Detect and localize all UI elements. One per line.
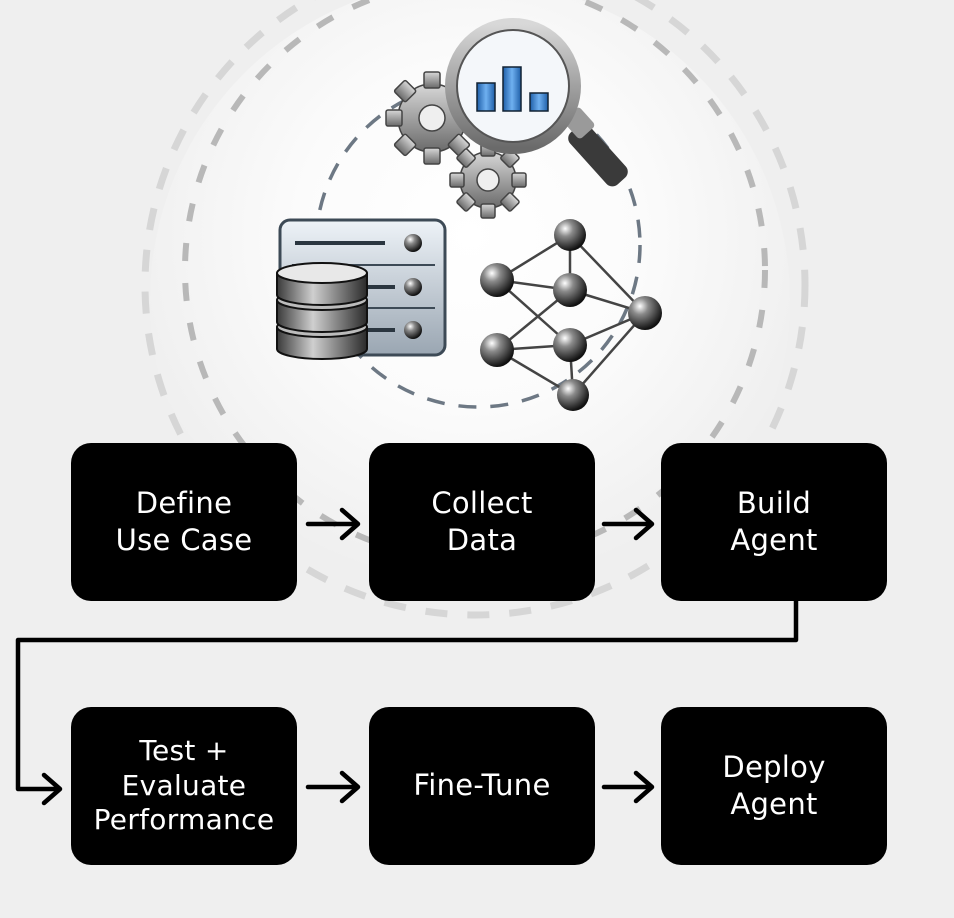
magnifier-icon bbox=[445, 18, 628, 187]
step-test-evaluate: Test + Evaluate Performance bbox=[71, 707, 297, 865]
arrow-step4-to-step5 bbox=[305, 770, 361, 804]
step-label: Test + Evaluate Performance bbox=[93, 733, 275, 837]
arrow-step2-to-step3 bbox=[601, 507, 655, 541]
arrow-step1-to-step2 bbox=[305, 507, 361, 541]
step-build-agent: Build Agent bbox=[661, 443, 887, 601]
arrow-step5-to-step6 bbox=[601, 770, 655, 804]
step-label: Fine-Tune bbox=[413, 768, 551, 803]
database-icon bbox=[276, 262, 368, 360]
connector-step3-to-step4 bbox=[15, 597, 799, 806]
step-deploy-agent: Deploy Agent bbox=[661, 707, 887, 865]
step-label: Define Use Case bbox=[115, 485, 253, 557]
neural-network-icon bbox=[480, 219, 662, 411]
step-label: Collect Data bbox=[431, 485, 533, 557]
step-collect-data: Collect Data bbox=[369, 443, 595, 601]
step-label: Build Agent bbox=[730, 485, 818, 557]
step-define-use-case: Define Use Case bbox=[71, 443, 297, 601]
step-label: Deploy Agent bbox=[722, 749, 826, 821]
bar-chart-icon bbox=[476, 66, 549, 112]
step-fine-tune: Fine-Tune bbox=[369, 707, 595, 865]
